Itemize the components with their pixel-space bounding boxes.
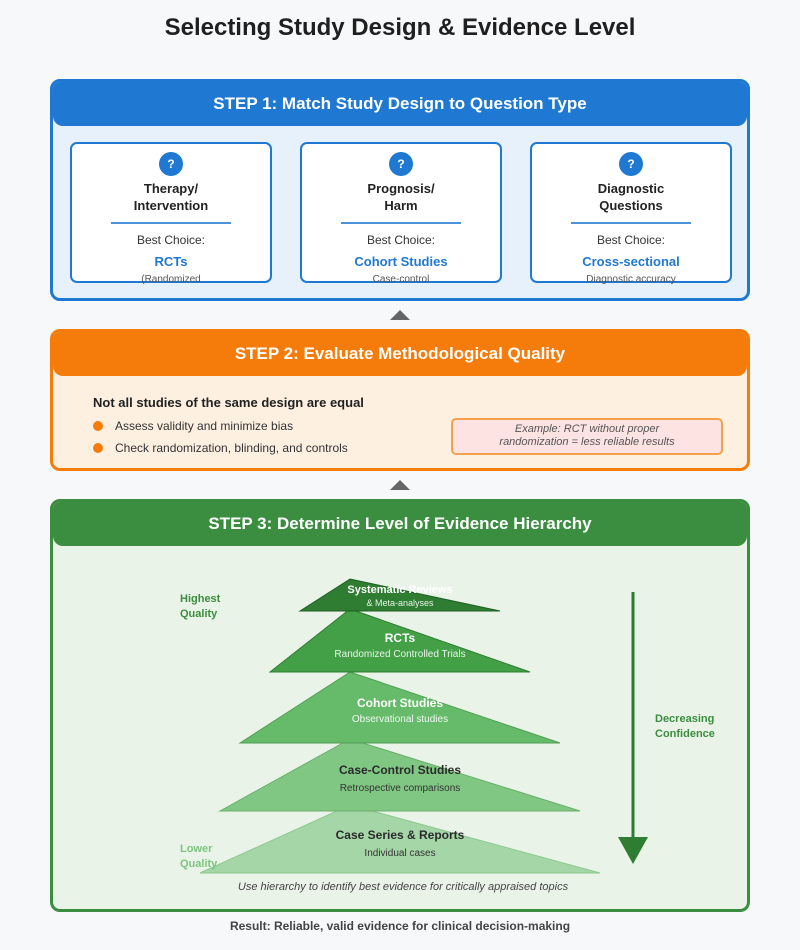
question-card-therapy: ? Therapy/ Intervention Best Choice: RCT… <box>70 142 272 285</box>
highest-quality-label: Highest Quality <box>180 593 221 620</box>
question-icon: ? <box>389 152 413 176</box>
best-choice-value: RCTs <box>154 253 188 269</box>
pyramid-level-2 <box>268 608 531 673</box>
divider <box>571 222 691 224</box>
bullet-item: Check randomization, blinding, and contr… <box>93 441 348 455</box>
decreasing-confidence-label: Decreasing Confidence <box>655 713 715 740</box>
level-2-subtitle: Randomized Controlled Trials <box>334 649 465 660</box>
bullet-dot-icon <box>93 421 103 431</box>
pyramid-level-4 <box>218 738 581 812</box>
level-4-title: Case-Control Studies <box>339 763 461 777</box>
level-1-subtitle: & Meta-analyses <box>366 598 434 608</box>
step2-header: STEP 2: Evaluate Methodological Quality <box>53 332 747 376</box>
step3-panel: STEP 3: Determine Level of Evidence Hier… <box>50 499 750 912</box>
step3-header: STEP 3: Determine Level of Evidence Hier… <box>53 502 747 546</box>
page-title: Selecting Study Design & Evidence Level <box>164 14 636 41</box>
best-choice-note: Case-control <box>372 273 430 285</box>
step1-header: STEP 1: Match Study Design to Question T… <box>53 82 747 126</box>
best-choice-label: Best Choice: <box>136 232 206 247</box>
step2-panel: STEP 2: Evaluate Methodological Quality … <box>50 329 750 471</box>
decreasing-arrow-head <box>618 837 648 864</box>
lower-quality-label: Lower Quality <box>180 843 218 870</box>
divider <box>341 222 461 224</box>
evidence-pyramid: Systematic Reviews & Meta-analyses RCTs … <box>199 578 648 874</box>
level-4-subtitle: Retrospective comparisons <box>340 783 461 794</box>
hierarchy-footer-note: Use hierarchy to identify best evidence … <box>237 881 569 893</box>
pyramid-level-3 <box>238 671 561 744</box>
level-2-title: RCTs <box>385 631 416 645</box>
question-icon: ? <box>619 152 643 176</box>
pyramid-level-1 <box>298 578 501 612</box>
best-choice-value: Cross-sectional <box>582 253 680 269</box>
level-1-title: Systematic Reviews <box>347 584 452 596</box>
example-callout: Example: RCT without proper randomizatio… <box>451 418 723 455</box>
card-title: Diagnostic Questions <box>597 181 665 213</box>
best-choice-note: (Randomized <box>141 273 201 285</box>
bullet-dot-icon <box>93 443 103 453</box>
best-choice-label: Best Choice: <box>596 232 666 247</box>
best-choice-label: Best Choice: <box>366 232 436 247</box>
level-5-subtitle: Individual cases <box>364 848 435 859</box>
result-text: Result: Reliable, valid evidence for cli… <box>229 919 571 933</box>
question-card-diagnostic: ? Diagnostic Questions Best Choice: Cros… <box>530 142 732 285</box>
pyramid-level-5 <box>199 804 601 874</box>
up-arrow-icon <box>390 480 410 490</box>
bullet-item: Assess validity and minimize bias <box>93 419 293 433</box>
step2-heading: Not all studies of the same design are e… <box>93 395 364 410</box>
step1-panel: STEP 1: Match Study Design to Question T… <box>50 79 750 301</box>
up-arrow-icon <box>390 310 410 320</box>
level-3-title: Cohort Studies <box>357 696 443 710</box>
card-title: Therapy/ Intervention <box>133 181 209 213</box>
level-5-title: Case Series & Reports <box>336 828 465 842</box>
card-title: Prognosis/ Harm <box>367 181 435 213</box>
divider <box>111 222 231 224</box>
question-card-prognosis: ? Prognosis/ Harm Best Choice: Cohort St… <box>300 142 502 285</box>
best-choice-note: Diagnostic accuracy <box>586 273 676 285</box>
best-choice-value: Cohort Studies <box>354 253 448 269</box>
level-3-subtitle: Observational studies <box>352 714 448 725</box>
question-icon: ? <box>159 152 183 176</box>
